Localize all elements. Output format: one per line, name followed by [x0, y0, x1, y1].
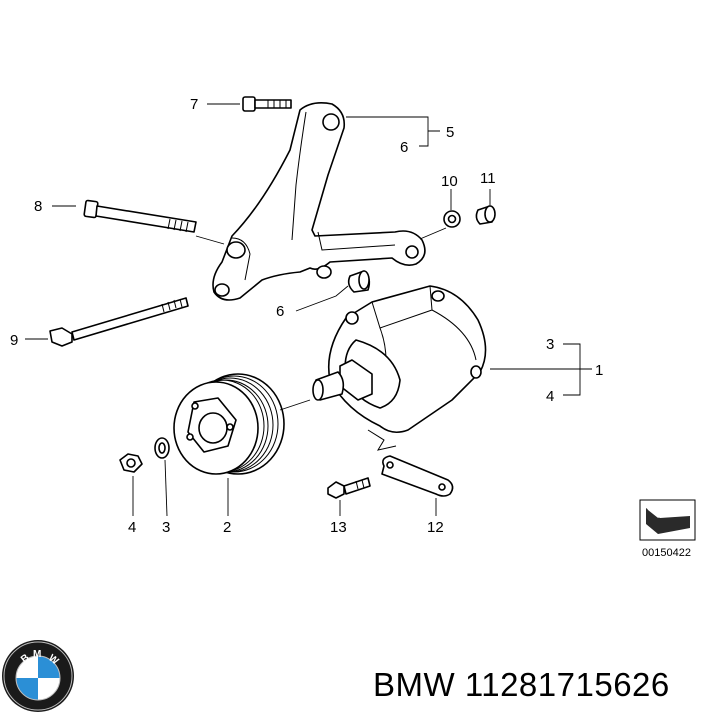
pulley-2 [173, 373, 285, 475]
reference-code: 00150422 [642, 547, 691, 559]
callout-2: 2 [223, 519, 231, 536]
svg-text:M: M [33, 649, 41, 660]
callout-6-mid: 6 [276, 303, 284, 320]
callout-13: 13 [330, 519, 347, 536]
bolt-8 [83, 199, 197, 233]
bracket-5-6 [212, 102, 426, 301]
callout-11: 11 [480, 170, 496, 187]
callout-1: 1 [595, 362, 603, 379]
bolt-9 [49, 297, 189, 347]
bolt-13 [327, 477, 371, 499]
nut-4 [119, 453, 143, 473]
bolt-7 [242, 96, 292, 112]
callout-7: 7 [190, 96, 198, 113]
part-number-caption: BMW 11281715626 [373, 666, 670, 703]
sleeve-6 [347, 270, 371, 293]
leader-lines [25, 103, 592, 517]
callout-4-right: 4 [546, 388, 554, 405]
vacuum-pump-1 [312, 285, 487, 451]
washer-3 [154, 437, 170, 459]
washer-10 [443, 210, 461, 228]
reference-thumbnail: 00150422 [639, 499, 696, 559]
callout-5: 5 [446, 124, 454, 141]
callout-4-bottom: 4 [128, 519, 136, 536]
callout-3-bottom: 3 [162, 519, 170, 536]
bmw-logo-icon: B M W [2, 640, 74, 712]
callout-12: 12 [427, 519, 444, 536]
callout-9: 9 [10, 332, 18, 349]
callout-3-right: 3 [546, 336, 554, 353]
callout-10: 10 [441, 173, 458, 190]
callout-6-top: 6 [400, 139, 408, 156]
sleeve-11 [475, 205, 496, 225]
callout-8: 8 [34, 198, 42, 215]
callout-labels: 7 5 6 8 10 11 6 9 3 1 4 4 3 2 13 12 [10, 96, 603, 536]
strap-12 [381, 455, 454, 497]
